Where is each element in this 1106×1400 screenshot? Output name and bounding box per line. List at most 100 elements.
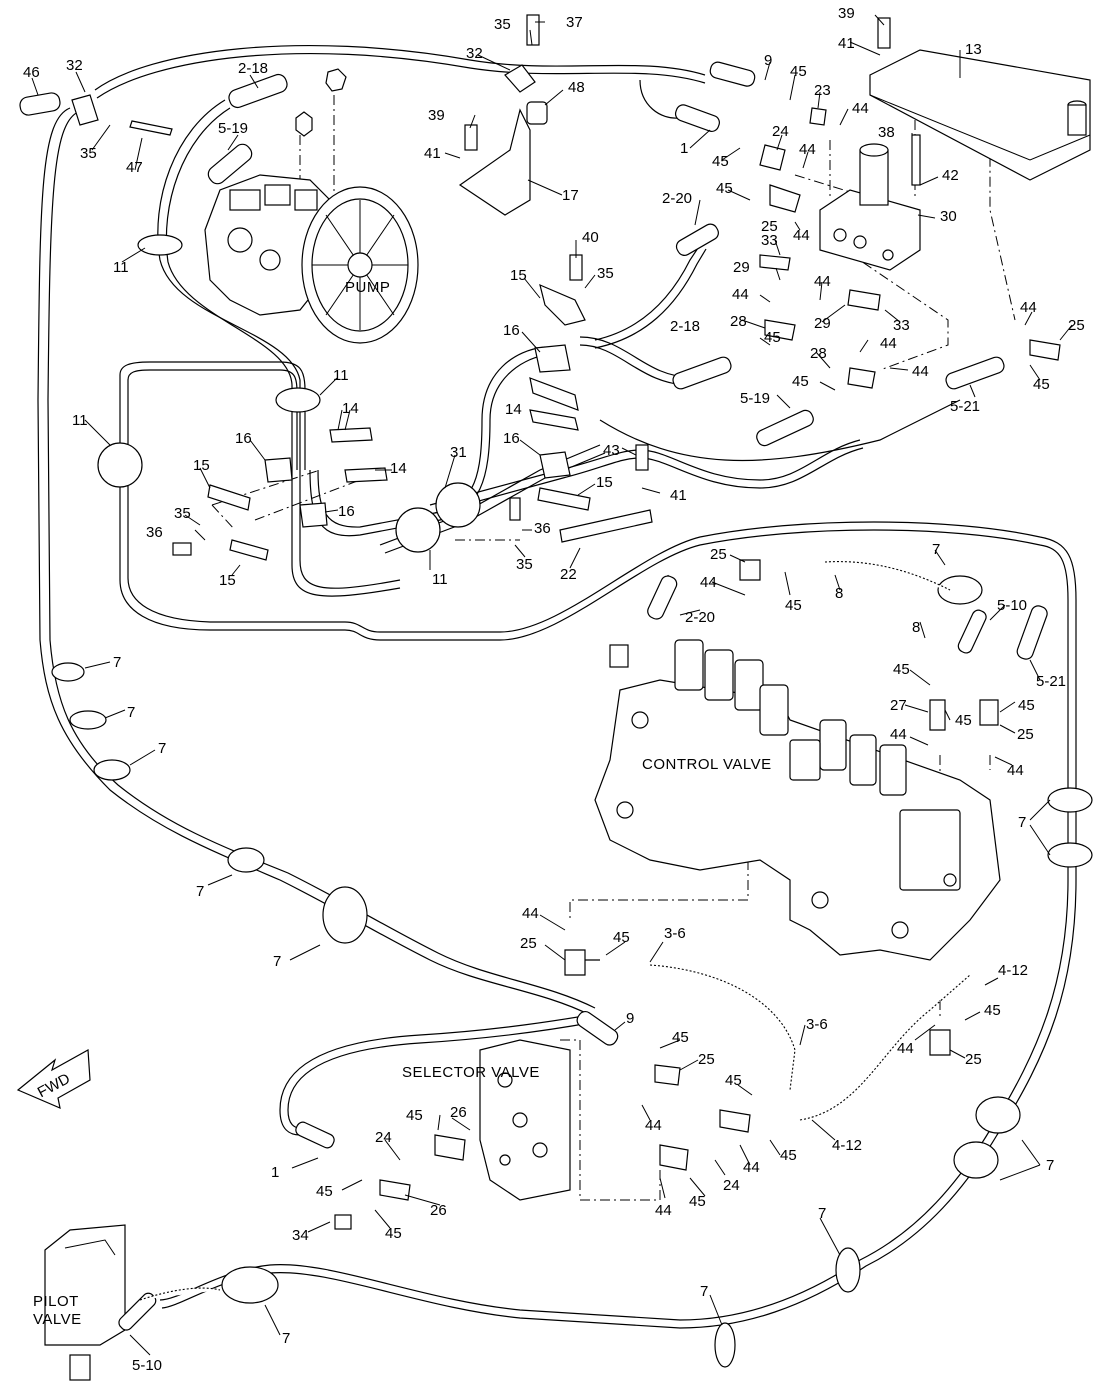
callout: 16 [503,322,520,339]
callout: 44 [645,1117,662,1134]
callout: 44 [793,227,810,244]
callout: 15 [193,457,210,474]
callout: 7 [932,541,940,558]
callout: 45 [716,180,733,197]
callout: 35 [80,145,97,162]
callout: 11 [432,571,448,588]
callout: 45 [764,329,781,346]
callout: 25 [1017,726,1034,743]
callout: 25 [520,935,537,952]
callout: 7 [158,740,166,757]
selector-valve-label: SELECTOR VALVE [402,1064,540,1081]
callout: 35 [494,16,511,33]
forward-arrow: FWD [16,1049,91,1110]
callout: 34 [292,1227,309,1244]
pilot-valve-label-1: PILOT [33,1293,79,1310]
callout: 45 [406,1107,423,1124]
callout: 44 [912,363,929,380]
callout: 40 [582,229,599,246]
callout: 32 [466,45,483,62]
callout: 25 [698,1051,715,1068]
callout: 24 [772,123,789,140]
callout: 44 [799,141,816,158]
callout: 4-12 [832,1137,862,1154]
callout: 42 [942,167,959,184]
callout: 3-6 [806,1016,828,1033]
callout: 45 [955,712,972,729]
callout: 29 [733,259,750,276]
callout: 44 [897,1040,914,1057]
callout: 14 [342,400,359,417]
callout: 25 [710,546,727,563]
callout: 33 [893,317,910,334]
pump-assembly: PUMP [204,68,419,344]
callout: 5-19 [740,390,770,407]
callout: 46 [23,64,40,81]
callout: 32 [66,57,83,74]
callout: 13 [965,41,982,58]
callout: 25 [965,1051,982,1068]
callout: 44 [743,1159,760,1176]
callout: 2-18 [670,318,700,335]
callout: 35 [174,505,191,522]
callout: 16 [338,503,355,520]
callout: 44 [890,726,907,743]
callout: 28 [730,313,747,330]
callout: 44 [1007,762,1024,779]
callout: 2-18 [238,60,268,77]
callout: 2-20 [685,609,715,626]
callout: 45 [893,661,910,678]
callout: 1 [271,1164,279,1181]
callout: 17 [562,187,579,204]
callout: 25 [761,218,778,235]
control-valve-assembly: CONTROL VALVE [594,639,1001,961]
hoses [118,61,1048,1331]
callout: 45 [1018,697,1035,714]
callout: 45 [790,63,807,80]
callout: 7 [113,654,121,671]
callout: 44 [655,1202,672,1219]
callout: 44 [700,574,717,591]
callout: 44 [732,286,749,303]
callout: 11 [72,412,88,429]
callout: 5-21 [1036,673,1066,690]
callout: 22 [560,566,577,583]
fittings [19,14,1061,1230]
callout: 16 [503,430,520,447]
callout: 48 [568,79,585,96]
callout: 14 [505,401,522,418]
callout: 44 [1020,299,1037,316]
callout: 11 [113,259,129,276]
callout: 7 [700,1283,708,1300]
pump-label: PUMP [345,279,390,296]
callout: 33 [761,232,778,249]
callout: 15 [510,267,527,284]
callout: 23 [814,82,831,99]
callout: 45 [712,153,729,170]
callout: 8 [835,585,843,602]
callout: 45 [725,1072,742,1089]
callout: 45 [613,929,630,946]
callout: 45 [792,373,809,390]
callout: 36 [146,524,163,541]
callout: 45 [385,1225,402,1242]
pilot-valve-label-2: VALVE [33,1311,82,1328]
callout: 39 [838,5,855,22]
callout: 44 [880,335,897,352]
callout: 36 [534,520,551,537]
callout: 7 [1018,814,1026,831]
callout: 1 [680,140,688,157]
callout: 25 [1068,317,1085,334]
callout: 44 [814,273,831,290]
callout: 44 [852,100,869,117]
callout: 29 [814,315,831,332]
callout: 30 [940,208,957,225]
callout: 35 [516,556,533,573]
callout: 7 [1046,1157,1054,1174]
callout: 43 [603,442,620,459]
callout: 27 [890,697,907,714]
callout: 41 [424,145,441,162]
callout-leaders [31,14,1073,1356]
callout: 45 [672,1029,689,1046]
